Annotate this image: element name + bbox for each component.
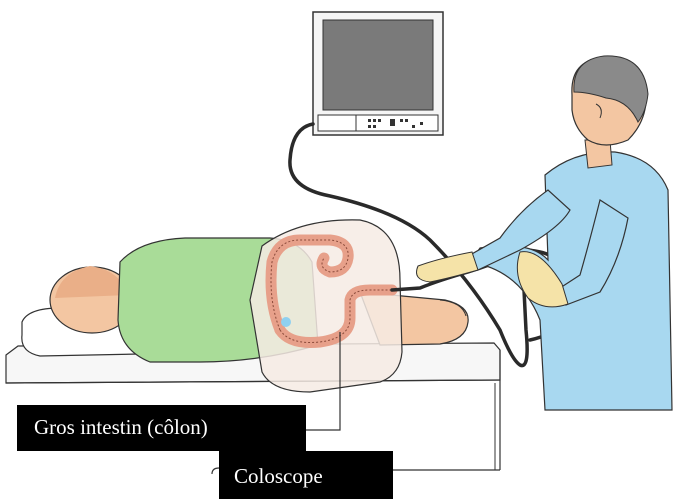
monitor-screen — [323, 20, 433, 110]
large-intestine-label: Gros intestin (côlon) — [17, 405, 306, 451]
colonoscope-label: Coloscope — [219, 451, 393, 499]
video-monitor — [313, 12, 443, 135]
